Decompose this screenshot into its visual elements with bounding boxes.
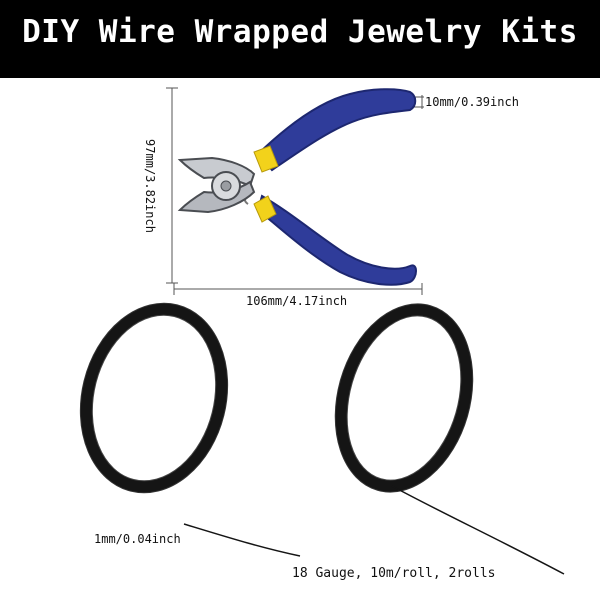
lower-collar bbox=[253, 195, 277, 223]
wire-spec-label: 18 Gauge, 10m/roll, 2rolls bbox=[292, 566, 496, 581]
height-dimension-label: 97mm/3.82inch bbox=[143, 139, 157, 233]
title-banner: DIY Wire Wrapped Jewelry Kits bbox=[0, 0, 600, 78]
dimension-lines bbox=[166, 87, 424, 295]
wire-coils bbox=[79, 302, 565, 575]
side-cutting-pliers-icon bbox=[177, 88, 417, 286]
wire-diameter-label: 1mm/0.04inch bbox=[94, 532, 181, 546]
wire-coil-icon bbox=[79, 302, 301, 557]
handle-dimension-label: 10mm/0.39inch bbox=[425, 95, 519, 109]
upper-collar bbox=[253, 145, 279, 173]
wire-coil-icon bbox=[334, 303, 565, 575]
width-dimension-label: 106mm/4.17inch bbox=[246, 294, 348, 308]
page-title: DIY Wire Wrapped Jewelry Kits bbox=[22, 14, 578, 50]
upper-handle bbox=[256, 88, 417, 172]
lower-handle bbox=[256, 194, 417, 286]
